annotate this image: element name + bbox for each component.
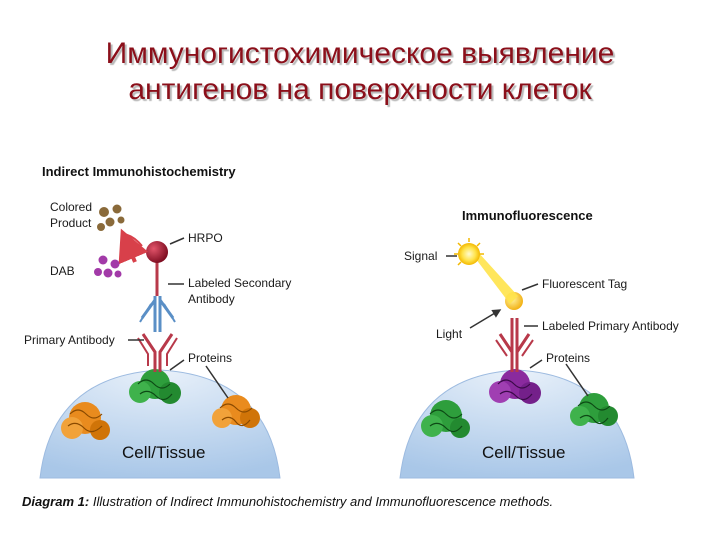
slide-title-line1: Иммуногистохимическое выявление [105,37,615,70]
labeled-primary-antibody-shape [495,318,534,372]
diagram-caption: Diagram 1: Illustration of Indirect Immu… [22,494,553,509]
labeled-secondary-label-1: Labeled Secondary [188,276,291,290]
hrpo-enzyme [146,241,168,263]
colored-product-dots [97,204,125,231]
right-cell-tissue-label: Cell/Tissue [482,443,565,462]
colored-product-label-1: Colored [50,200,92,214]
labeled-primary-label: Labeled Primary Antibody [542,319,679,333]
signal-label: Signal [404,249,437,263]
dab-dots [94,255,122,278]
left-protein-orange-2 [212,395,260,428]
left-heading: Indirect Immunohistochemistry [42,164,236,179]
light-label: Light [436,327,463,341]
secondary-antibody-shape [139,296,176,332]
labeled-secondary-label-2: Antibody [188,292,235,306]
dab-label: DAB [50,264,75,278]
reaction-arrow [118,228,149,265]
left-proteins-label: Proteins [188,351,232,365]
right-protein-green-1 [421,400,470,438]
left-proteins-leader [169,359,185,371]
caption-text: Illustration of Indirect Immunohistochem… [92,494,554,509]
right-heading: Immunofluorescence [462,208,593,223]
caption-label: Diagram 1: [22,494,90,509]
right-proteins-leader-2 [565,363,589,397]
light-arrow [469,309,502,329]
left-proteins-leader-2 [205,365,229,399]
signal-rays [454,238,484,266]
right-proteins-leader [529,359,543,369]
right-protein-purple [489,369,541,404]
slide-title: Иммуногистохимическое выявление антигено… [0,36,720,108]
signal-star [458,243,480,265]
right-protein-green-2 [570,393,618,426]
hrpo-label: HRPO [188,231,223,245]
signal-beam [466,246,518,304]
left-protein-green [129,369,181,404]
reaction-arrow-tail [123,233,143,247]
tag-leader [521,283,539,291]
left-protein-orange-1 [61,402,110,440]
right-proteins-label: Proteins [546,351,590,365]
colored-product-label-2: Product [50,216,92,230]
primary-antibody-label: Primary Antibody [24,333,115,347]
hrpo-leader [169,237,185,245]
left-cell-tissue-label: Cell/Tissue [122,443,205,462]
slide-title-line2: антигенов на поверхности клеток [128,73,592,106]
primary-antibody-shape [137,333,178,372]
fluorescent-tag-label: Fluorescent Tag [542,277,627,291]
